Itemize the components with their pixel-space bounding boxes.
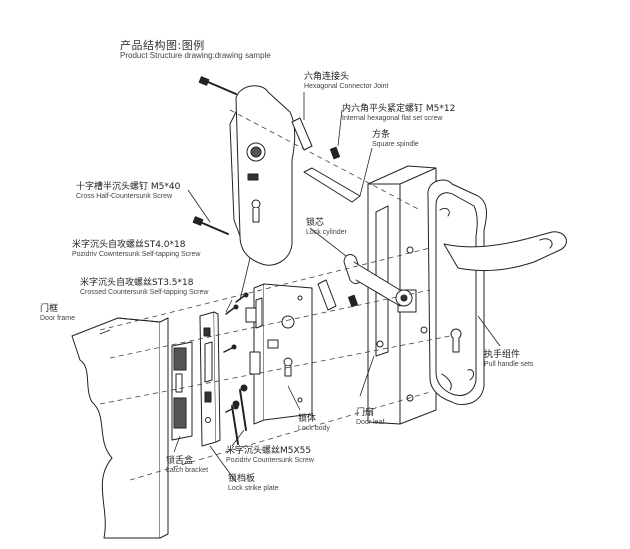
title-chinese: 产品结构图:图例 <box>120 39 205 52</box>
inner-back-plate <box>229 85 296 266</box>
latch-bracket <box>171 341 193 441</box>
hex-connector-joints <box>291 117 337 311</box>
lock-strike-plate <box>199 311 221 447</box>
pull-handle-set <box>427 179 567 406</box>
title-english: Product Structure drawing:drawing sample <box>120 51 271 60</box>
screws <box>192 76 249 445</box>
alignment-lines <box>99 109 451 481</box>
door-frame <box>71 317 169 539</box>
lock-body <box>245 283 313 425</box>
leader-lines <box>99 92 501 483</box>
lock-cylinder <box>343 254 413 307</box>
square-spindle <box>303 167 361 203</box>
set-screws <box>329 146 359 308</box>
